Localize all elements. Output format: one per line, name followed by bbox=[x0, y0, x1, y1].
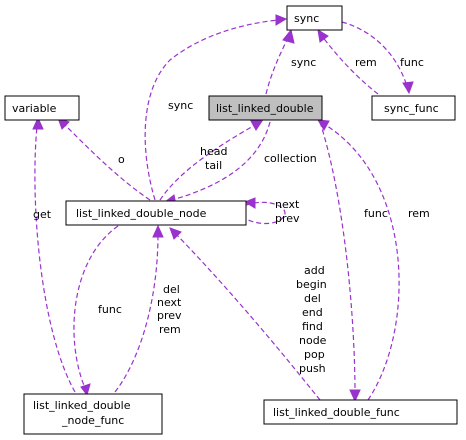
node-variable[interactable]: variable bbox=[4, 95, 80, 121]
arrowhead bbox=[80, 383, 91, 397]
edge-nodefunc-to-variable bbox=[34, 125, 76, 393]
node-label: list_linked_double_func bbox=[273, 406, 400, 419]
edge-label: sync bbox=[168, 99, 193, 112]
node-label: list_linked_double bbox=[216, 102, 314, 115]
arrowhead bbox=[243, 197, 256, 209]
edge-lldf-to-node bbox=[175, 233, 321, 401]
edge-label: end bbox=[302, 306, 323, 319]
arrowhead bbox=[317, 29, 329, 43]
node-list-linked-double-node-func[interactable]: list_linked_double _node_func bbox=[23, 393, 163, 435]
edge-node-to-sync bbox=[144, 19, 279, 201]
edge-label: push bbox=[299, 362, 326, 375]
ops-label-group: add begin del end find node pop push bbox=[296, 264, 327, 375]
edge-node-to-variable bbox=[63, 123, 151, 201]
node-label: list_linked_double bbox=[33, 399, 131, 412]
arrowhead bbox=[152, 224, 164, 238]
edge-node-to-lld-headtail bbox=[159, 124, 256, 201]
edge-nodefunc-to-node bbox=[114, 233, 159, 393]
edge-syncfunc-to-sync bbox=[321, 35, 379, 95]
node-label: list_linked_double_node bbox=[76, 207, 207, 220]
arrowhead bbox=[349, 389, 361, 403]
edge-label: node bbox=[299, 334, 327, 347]
edge-lld-to-lldf bbox=[319, 121, 356, 395]
edge-lldf-to-lld bbox=[323, 123, 400, 401]
edge-label: func bbox=[364, 207, 388, 220]
arrowhead bbox=[402, 81, 414, 95]
edge-label: collection bbox=[264, 152, 317, 165]
edge-node-self-loop bbox=[245, 201, 286, 225]
edge-label: pop bbox=[304, 348, 325, 361]
node-label: sync_func bbox=[384, 102, 439, 115]
node-list-linked-double[interactable]: list_linked_double bbox=[208, 95, 323, 121]
node-list-linked-double-node[interactable]: list_linked_double_node bbox=[65, 200, 247, 226]
edge-label: rem bbox=[408, 207, 430, 220]
arrowhead bbox=[275, 14, 288, 26]
edge-node-to-nodefunc bbox=[73, 225, 119, 389]
arrowhead bbox=[250, 120, 263, 131]
edge-label: tail bbox=[205, 159, 222, 172]
node-sync[interactable]: sync bbox=[286, 5, 343, 31]
node-label: variable bbox=[12, 102, 57, 115]
edge-label: begin bbox=[296, 278, 327, 291]
node-sync-func[interactable]: sync_func bbox=[371, 95, 456, 121]
edge-label: rem bbox=[355, 56, 377, 69]
edge-label: find bbox=[302, 320, 323, 333]
edge-label: prev bbox=[275, 212, 300, 225]
node-list-linked-double-func[interactable]: list_linked_double_func bbox=[263, 399, 458, 425]
edge-label: rem bbox=[159, 323, 181, 336]
edge-label: func bbox=[98, 303, 122, 316]
edge-label: add bbox=[304, 264, 325, 277]
arrowhead bbox=[169, 227, 182, 240]
edge-label: del bbox=[304, 292, 321, 305]
node-label: _node_func bbox=[61, 414, 124, 427]
edge-lld-to-node-collection bbox=[171, 121, 271, 201]
edge-lld-to-sync bbox=[265, 35, 290, 95]
edge-label: del bbox=[163, 283, 180, 296]
edge-label: sync bbox=[291, 56, 316, 69]
edge-label: next bbox=[275, 198, 300, 211]
arrowhead bbox=[317, 119, 330, 131]
arrowhead bbox=[282, 28, 295, 44]
arrowhead bbox=[32, 116, 44, 130]
edge-sync-to-syncfunc bbox=[341, 21, 408, 87]
node-label: sync bbox=[294, 12, 319, 25]
edge-label: prev bbox=[157, 309, 182, 322]
edge-label: next bbox=[157, 296, 182, 309]
edge-label: o bbox=[118, 153, 125, 166]
edge-label: head bbox=[200, 145, 227, 158]
edge-label: get bbox=[33, 208, 52, 221]
edge-label: func bbox=[400, 56, 424, 69]
